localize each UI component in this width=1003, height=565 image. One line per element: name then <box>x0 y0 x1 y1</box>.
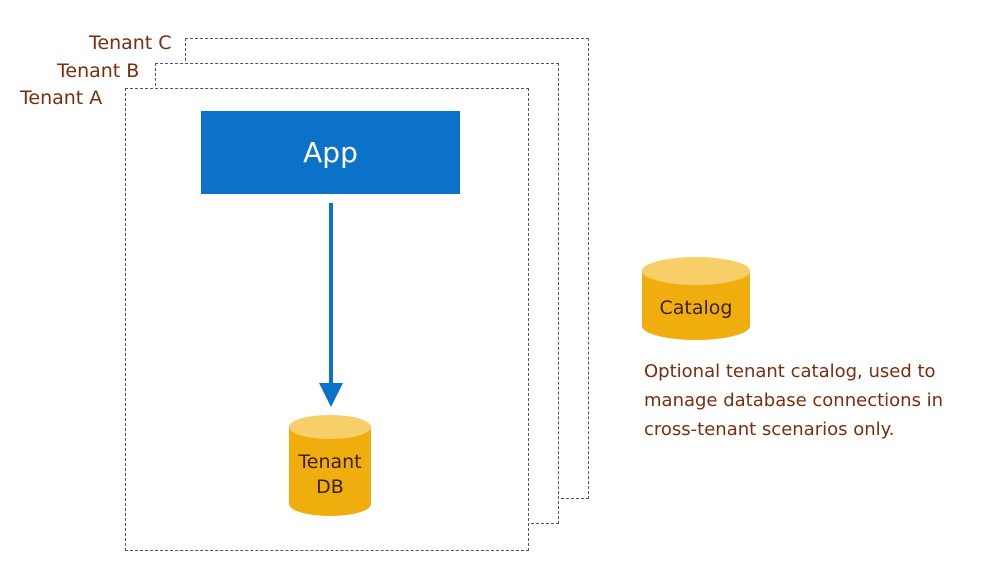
database-icon <box>289 415 371 516</box>
catalog-description-line: Optional tenant catalog, used to <box>644 361 936 382</box>
catalog-description: Optional tenant catalog, used to manage … <box>644 357 999 444</box>
tenant-c-label: Tenant C <box>89 32 172 54</box>
app-box: App <box>201 111 460 194</box>
catalog-cylinder: Catalog <box>641 256 751 342</box>
tenant-db-label-line1: Tenant <box>298 451 362 473</box>
database-icon <box>642 257 750 340</box>
catalog-label: Catalog <box>659 297 733 319</box>
tenant-db-label: Tenant DB <box>288 450 372 500</box>
tenant-db-cylinder: Tenant DB <box>288 414 372 518</box>
app-label: App <box>303 136 358 169</box>
app-to-db-arrow <box>318 203 344 412</box>
catalog-description-line: manage database connections in <box>644 390 944 411</box>
tenant-a-label: Tenant A <box>20 87 103 109</box>
tenant-b-label: Tenant B <box>57 60 140 82</box>
tenant-db-label-line2: DB <box>316 476 344 498</box>
catalog-description-line: cross-tenant scenarios only. <box>644 419 895 440</box>
